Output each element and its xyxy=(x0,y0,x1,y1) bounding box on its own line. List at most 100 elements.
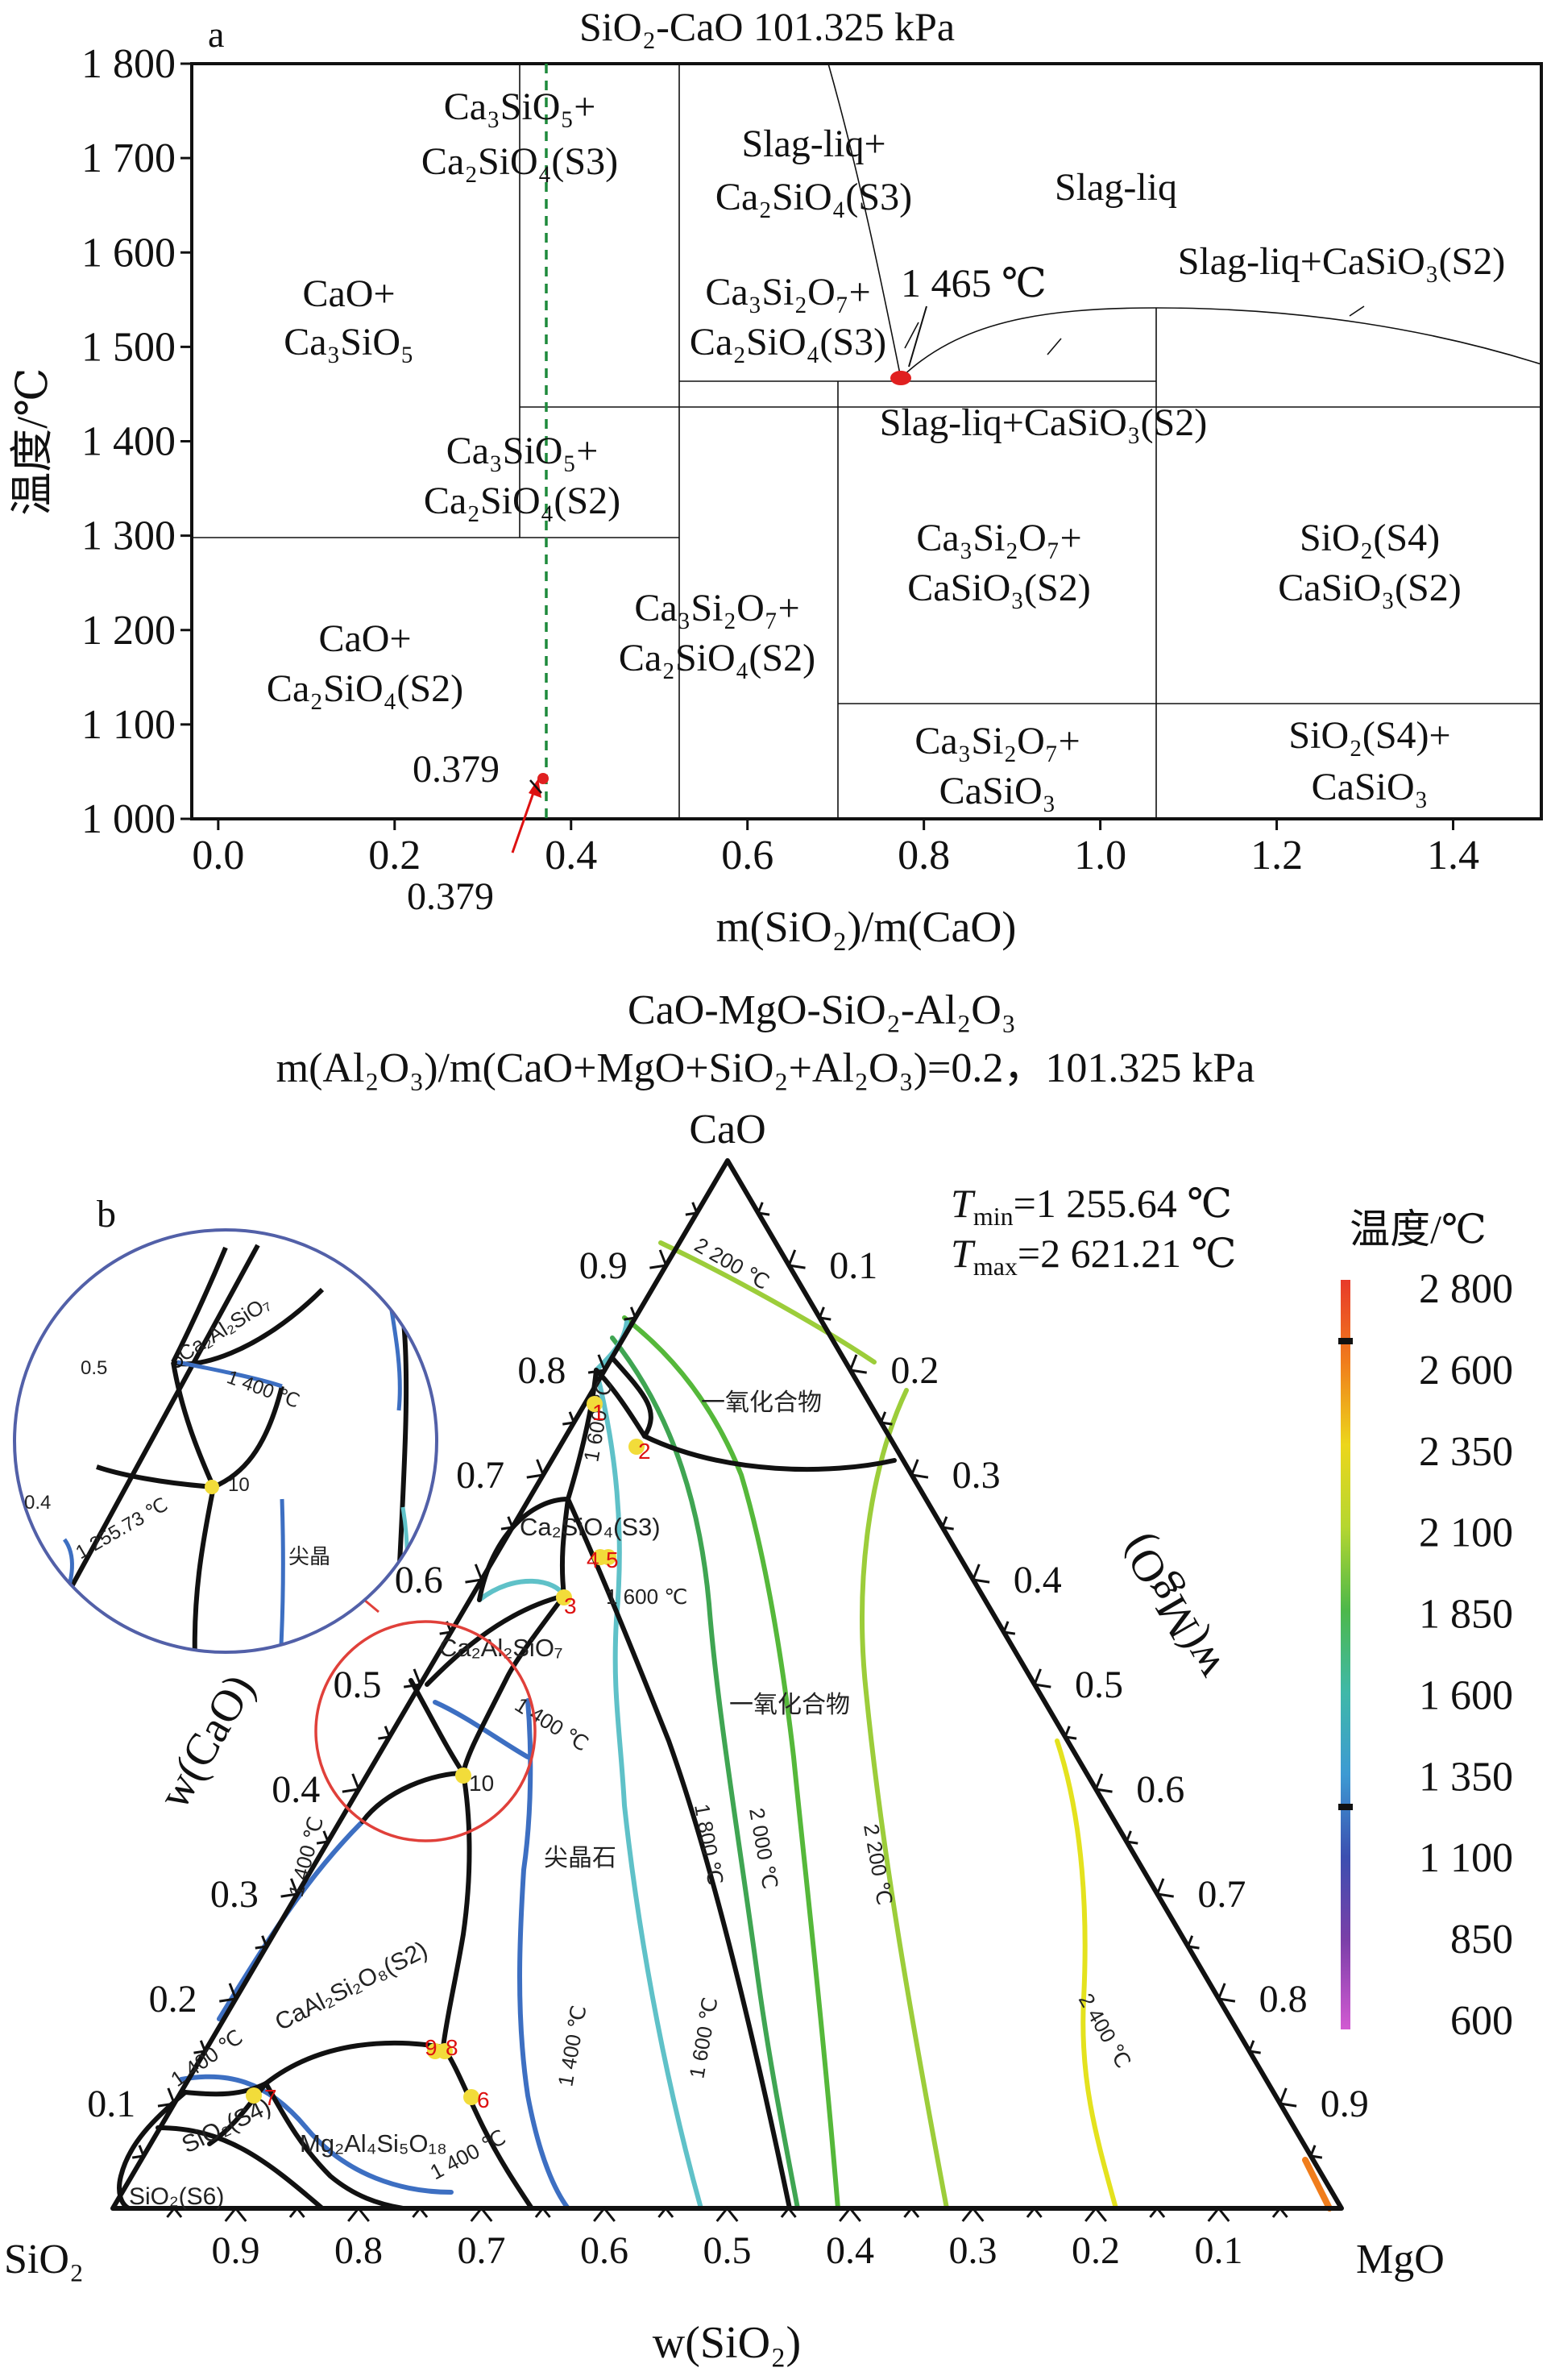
y-tick-label: 1 500 xyxy=(81,324,176,370)
left-axis-label: w(CaO) xyxy=(148,1666,264,1817)
panel-a-y-label: 温度/℃ xyxy=(8,368,56,515)
ternary-tick xyxy=(848,1354,867,1374)
bottom-tick-label: 0.1 xyxy=(1195,2229,1243,2272)
region-label: Ca₃SiO₅ xyxy=(284,321,413,363)
inset-isotherm xyxy=(278,1498,285,1652)
bottom-tick-label: 0.9 xyxy=(212,2229,260,2272)
inset-tmin-point xyxy=(205,1480,219,1494)
panel-b: CaO-MgO-SiO₂-Al₂O₃ m(Al₂O₃)/m(CaO+MgO+Si… xyxy=(4,987,1513,2368)
ternary-tick xyxy=(787,1249,806,1269)
bottom-tick-label: 0.3 xyxy=(949,2229,997,2272)
invariant-point xyxy=(463,2089,479,2105)
isotherm-1800 xyxy=(610,1335,800,2211)
panel-a-ratio-tick xyxy=(529,779,542,794)
bottom-tick-label: 0.7 xyxy=(458,2229,506,2272)
panel-a-phase-boundaries xyxy=(192,63,1542,819)
vertex-sio2: SiO₂ xyxy=(4,2237,84,2282)
phase-label: 一氧化合物 xyxy=(701,1389,822,1416)
ternary-tick xyxy=(971,1564,990,1584)
ternary-tick xyxy=(649,1249,668,1269)
isotherm-1400-cordierite xyxy=(179,2074,454,2195)
left-tick-label: 0.4 xyxy=(272,1768,320,1811)
invariant-point xyxy=(600,1549,616,1565)
inset-boundary xyxy=(212,1385,284,1489)
x-tick-label: 0.4 xyxy=(545,833,597,878)
ternary-tick xyxy=(193,2040,207,2054)
ternary-tick xyxy=(1217,1983,1236,2003)
left-axis-ticks: 0.10.20.30.40.50.60.70.80.9 xyxy=(87,1244,627,2125)
panel-a-x-label: m(SiO₂)/m(CaO) xyxy=(716,903,1017,951)
ternary-tick xyxy=(1308,2145,1323,2159)
x-tick-label: 0.0 xyxy=(192,833,244,878)
ternary-tick xyxy=(1094,1773,1113,1793)
y-tick-label: 1 600 xyxy=(81,230,176,276)
isotherm-label: 1 400 ℃ xyxy=(511,1693,593,1756)
invariant-point xyxy=(556,1589,572,1605)
isotherm-label: 2 200 ℃ xyxy=(859,1822,897,1907)
ternary-tick xyxy=(166,2206,183,2218)
point-label: 3 xyxy=(564,1593,577,1618)
panel-a-title: SiO₂-CaO 101.325 kPa xyxy=(579,4,955,49)
ternary-tick xyxy=(715,2206,739,2222)
right-tick-label: 0.7 xyxy=(1197,1873,1246,1916)
isotherm-2400 xyxy=(1055,1738,1118,2211)
ternary-tick xyxy=(910,1459,929,1479)
tmax-symbol: T xyxy=(951,1231,976,1276)
x-tick-label: 1.4 xyxy=(1427,833,1479,878)
ternary-tick xyxy=(562,1411,576,1426)
point-label: 7 xyxy=(264,2085,277,2110)
region-label: Ca₂SiO₄(S3) xyxy=(715,176,912,218)
right-axis-label: w(MgO) xyxy=(1111,1526,1234,1688)
ternary-tick xyxy=(1064,1726,1077,1740)
ternary-tick xyxy=(839,2206,861,2222)
left-tick-label: 0.5 xyxy=(334,1664,382,1706)
right-axis-ticks: 0.10.20.30.40.50.60.70.80.9 xyxy=(829,1244,1369,2125)
colorbar-tick-label: 2 800 xyxy=(1419,1266,1513,1312)
y-tick-label: 1 400 xyxy=(81,419,176,465)
left-tick-label: 0.7 xyxy=(456,1454,504,1497)
left-tick-label: 0.9 xyxy=(579,1244,628,1287)
y-tick-label: 1 200 xyxy=(81,608,176,654)
tmin-symbol: T xyxy=(951,1181,976,1226)
ternary-tick xyxy=(465,1564,483,1584)
x-tick-label: 1.0 xyxy=(1074,833,1126,878)
isotherm-label: 1 600 ℃ xyxy=(684,1996,722,2080)
inset-isotherm xyxy=(176,1360,283,1389)
point-label: 6 xyxy=(477,2087,490,2112)
invariant-point xyxy=(455,1767,471,1784)
panel-a: a SiO₂-CaO 101.325 kPa xyxy=(8,4,1543,951)
tmin-value: =1 255.64 ℃ xyxy=(1014,1181,1233,1226)
vertex-mgo: MgO xyxy=(1356,2237,1445,2282)
ternary-tick xyxy=(316,1830,330,1845)
inset-triangle-edge xyxy=(62,1244,260,1601)
invariant-point xyxy=(246,2087,262,2104)
phase-label: Ca₂SiO₄(S3) xyxy=(520,1513,661,1541)
y-tick-label: 1 100 xyxy=(81,702,176,748)
point-label: 5 xyxy=(606,1547,619,1572)
ternary-tick xyxy=(593,2206,616,2222)
bottom-tick-label: 0.8 xyxy=(334,2229,383,2272)
colorbar-mark xyxy=(1338,1804,1353,1810)
right-tick-label: 0.1 xyxy=(829,1244,877,1287)
ternary-tick xyxy=(157,2087,176,2108)
colorbar-tick-label: 850 xyxy=(1450,1917,1513,1963)
right-tick-label: 0.3 xyxy=(952,1454,1001,1497)
bottom-tick-label: 0.2 xyxy=(1072,2229,1120,2272)
svg-text:Tmin=1 255.64 ℃: Tmin=1 255.64 ℃ xyxy=(951,1181,1232,1231)
ternary-tick xyxy=(1026,2206,1043,2218)
x-tick-label: 0.8 xyxy=(898,833,950,878)
vertex-cao: CaO xyxy=(689,1107,765,1153)
point-label: 9 xyxy=(425,2035,438,2060)
tmin-subscript: min xyxy=(973,1202,1014,1231)
isotherm-2600 xyxy=(1302,2157,1333,2212)
region-label: CaSiO₃ xyxy=(1312,766,1429,808)
ternary-tick xyxy=(534,2206,551,2218)
zoom-circle xyxy=(314,1620,537,1842)
temperature-extrema: Tmin=1 255.64 ℃ Tmax=2 621.21 ℃ xyxy=(951,1181,1237,1281)
x-tick-label: 0.2 xyxy=(368,833,421,878)
ternary-tick xyxy=(587,1354,607,1374)
ternary-tick xyxy=(1084,2206,1107,2222)
region-label: Slag-liq+CaSiO₃(S2) xyxy=(1178,240,1505,283)
